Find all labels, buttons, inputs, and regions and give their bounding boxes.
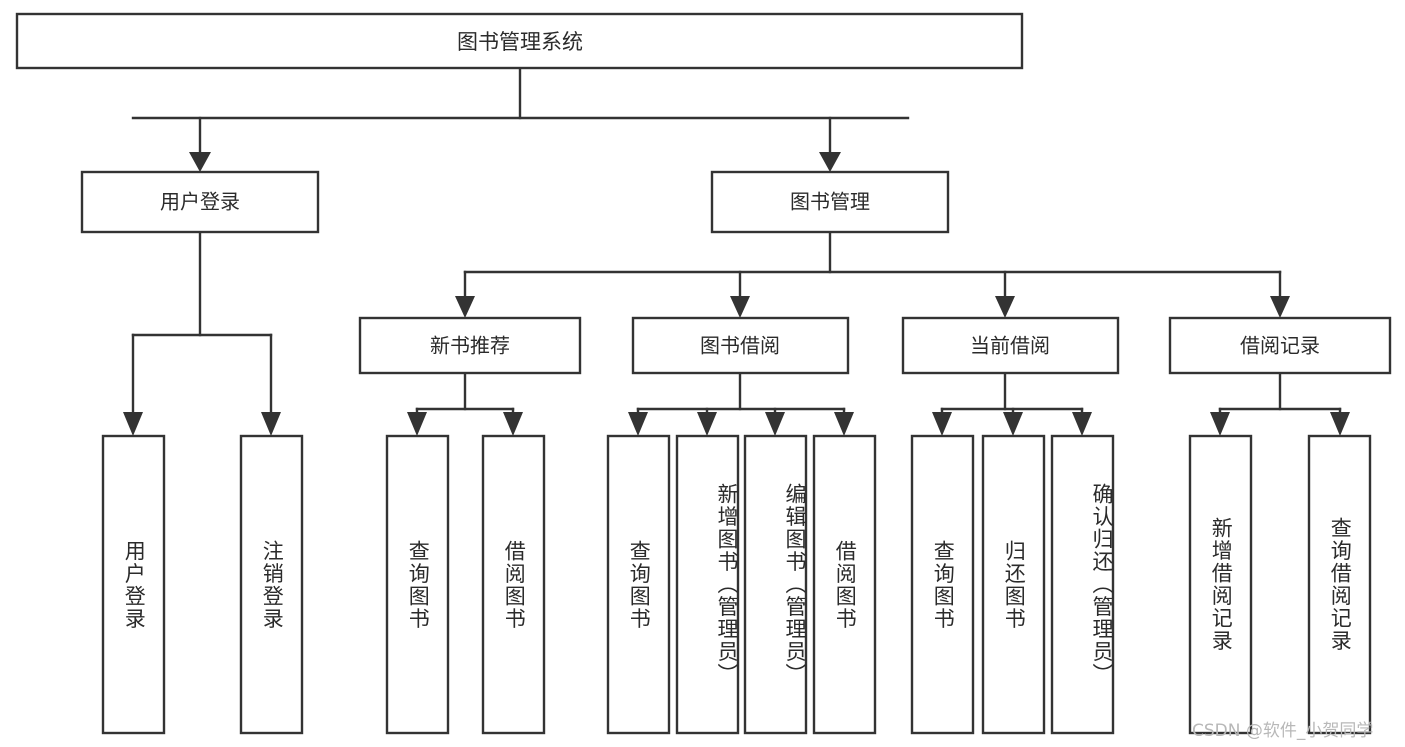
arrowhead-leaf-confirm-return [1072, 412, 1092, 436]
leaf-box-confirm-return[interactable] [1050, 434, 1115, 735]
arrowhead-leaf-borrow-book-2 [834, 412, 854, 436]
leaf-box-edit-book[interactable] [743, 434, 808, 735]
node-borrow-record-label: 借阅记录 [1240, 334, 1320, 358]
leaf-box-query-book-1[interactable] [385, 434, 450, 735]
leaf-box-add-record[interactable] [1188, 434, 1253, 735]
node-current-borrow-box[interactable] [901, 316, 1120, 375]
csdn-watermark: CSDN @软件_小贺同学 [1192, 721, 1374, 741]
node-user-login[interactable]: 用户登录 [80, 170, 320, 234]
node-user-login-box[interactable] [80, 170, 320, 234]
node-borrow-record[interactable]: 借阅记录 [1168, 316, 1392, 375]
arrowhead-borrow-record [1270, 296, 1290, 318]
arrowhead-leaf-query-book-3 [932, 412, 952, 436]
arrowhead-leaf-return-book [1003, 412, 1023, 436]
leaf-label-user-logout: 注销登录 [260, 539, 285, 630]
connector-group-user-login-children [123, 230, 281, 436]
connector-group-book-borrow-children [628, 371, 854, 436]
leaf-label-edit-book: 编辑图书（管理员） [783, 483, 807, 686]
node-book-manage-label: 图书管理 [790, 190, 870, 214]
leaf-box-query-record[interactable] [1307, 434, 1372, 735]
leaf-label-add-book: 新增图书（管理员） [715, 483, 739, 686]
leaf-label-user-login: 用户登录 [122, 539, 147, 630]
arrowhead-leaf-user-logout [261, 412, 281, 436]
node-root-label: 图书管理系统 [457, 30, 583, 54]
node-root[interactable]: 图书管理系统 [15, 12, 1024, 70]
leaf-box-add-book[interactable] [675, 434, 740, 735]
arrowhead-book-manage [819, 152, 841, 172]
leaf-label-add-record: 新增借阅记录 [1209, 517, 1234, 652]
node-new-book-recommend[interactable]: 新书推荐 [358, 316, 582, 375]
node-book-borrow[interactable]: 图书借阅 [631, 316, 850, 375]
leaf-label-confirm-return: 确认归还（管理员） [1090, 483, 1114, 686]
leaf-label-query-book-2: 查询图书 [627, 539, 652, 630]
arrowhead-leaf-query-book-2 [628, 412, 648, 436]
leaf-label-return-book: 归还图书 [1002, 539, 1027, 630]
node-root-box[interactable] [15, 12, 1024, 70]
leaf-label-borrow-book-2: 借阅图书 [833, 539, 858, 630]
node-current-borrow-label: 当前借阅 [970, 334, 1050, 358]
leaf-box-query-book-3[interactable] [910, 434, 975, 735]
node-borrow-record-box[interactable] [1168, 316, 1392, 375]
arrowhead-leaf-add-book [697, 412, 717, 436]
arrowhead-new-book-recommend [455, 296, 475, 318]
leaf-label-query-book-1: 查询图书 [406, 539, 431, 630]
connector-group-new-book-children [407, 371, 523, 436]
leaf-box-borrow-book-1[interactable] [481, 434, 546, 735]
node-book-borrow-box[interactable] [631, 316, 850, 375]
connector-group-book-manage-children [455, 230, 1290, 318]
leaf-box-user-logout[interactable] [239, 434, 304, 735]
node-new-book-recommend-box[interactable] [358, 316, 582, 375]
connector-group-borrow-record-children [1210, 371, 1350, 436]
arrowhead-leaf-user-login [123, 412, 143, 436]
connector-group-root-to-level2 [131, 66, 910, 172]
arrowhead-leaf-add-record [1210, 412, 1230, 436]
arrowhead-leaf-query-book-1 [407, 412, 427, 436]
arrowhead-user-login [189, 152, 211, 172]
node-new-book-recommend-label: 新书推荐 [430, 334, 510, 358]
leaf-boxes [101, 434, 1372, 735]
leaf-label-query-record: 查询借阅记录 [1328, 517, 1353, 652]
node-book-manage-box[interactable] [710, 170, 950, 234]
node-current-borrow[interactable]: 当前借阅 [901, 316, 1120, 375]
arrowhead-leaf-edit-book [765, 412, 785, 436]
leaf-label-query-book-3: 查询图书 [931, 539, 956, 630]
node-user-login-label: 用户登录 [160, 190, 240, 214]
leaf-box-return-book[interactable] [981, 434, 1046, 735]
arrowhead-leaf-borrow-book-1 [503, 412, 523, 436]
leaf-box-user-login[interactable] [101, 434, 166, 735]
leaf-box-query-book-2[interactable] [606, 434, 671, 735]
leaf-box-borrow-book-2[interactable] [812, 434, 877, 735]
leaf-label-borrow-book-1: 借阅图书 [502, 539, 527, 630]
connector-group-current-borrow-children [932, 371, 1092, 436]
arrowhead-book-borrow [730, 296, 750, 318]
arrowhead-leaf-query-record [1330, 412, 1350, 436]
node-book-borrow-label: 图书借阅 [700, 334, 780, 358]
arrowhead-current-borrow [995, 296, 1015, 318]
node-book-manage[interactable]: 图书管理 [710, 170, 950, 234]
